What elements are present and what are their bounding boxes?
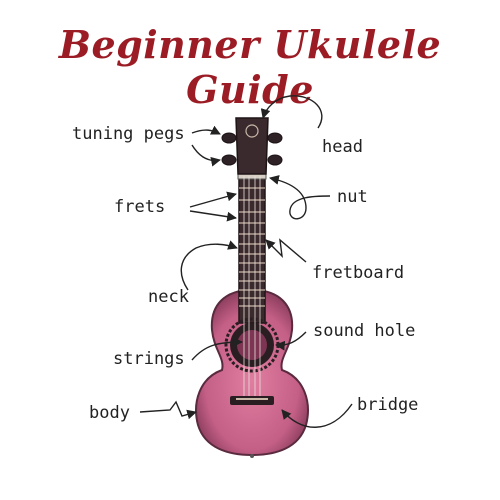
- page-title: Beginner Ukulele Guide: [58, 22, 442, 112]
- arrow-tuning-pegs-lower: [191, 144, 221, 167]
- label-strings: strings: [113, 349, 185, 369]
- ukulele-bridge: [230, 396, 274, 405]
- fret-lines: [239, 187, 265, 307]
- label-frets: frets: [114, 197, 166, 217]
- arrow-head: [260, 95, 323, 129]
- head-emblem: [245, 124, 259, 138]
- sound-hole: [224, 317, 280, 373]
- arrow-neck: [180, 240, 238, 291]
- label-bridge: bridge: [357, 395, 419, 415]
- annotation-arrows: [139, 95, 353, 428]
- label-head: head: [322, 137, 363, 157]
- label-sound-hole: sound hole: [313, 321, 416, 341]
- arrow-fretboard: [265, 238, 307, 263]
- arrow-body: [139, 400, 197, 420]
- arrow-nut: [269, 175, 331, 220]
- arrow-frets-lower: [189, 210, 237, 222]
- arrow-tuning-pegs-upper: [191, 125, 221, 135]
- arrow-sound-hole: [275, 331, 307, 351]
- arrow-strings: [191, 337, 243, 361]
- label-nut: nut: [337, 187, 368, 207]
- label-body: body: [89, 403, 130, 423]
- label-fretboard: fretboard: [312, 263, 405, 283]
- arrow-frets-upper: [189, 191, 237, 208]
- label-tuning-pegs: tuning pegs: [72, 124, 185, 144]
- ukulele-strings: [243, 176, 261, 400]
- arrow-bridge: [281, 403, 353, 428]
- tuning-pegs: [221, 132, 283, 166]
- label-neck: neck: [148, 287, 189, 307]
- ukulele-head: [235, 117, 269, 175]
